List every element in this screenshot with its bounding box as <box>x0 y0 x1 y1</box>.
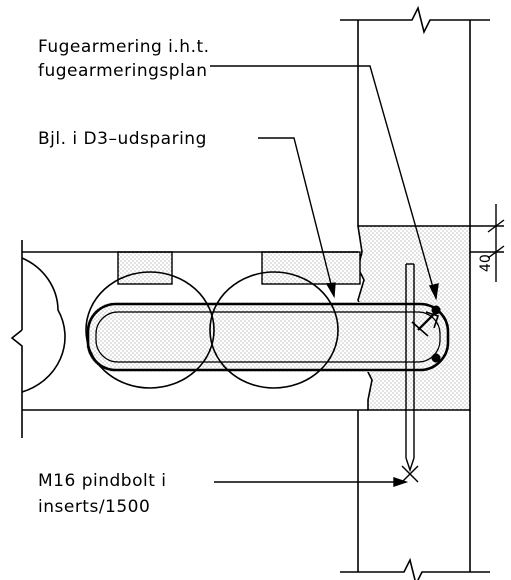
leader-lines <box>210 65 439 487</box>
dimension-value: 40 <box>478 254 494 272</box>
label-pindbolt-line2: inserts/1500 <box>38 497 150 517</box>
grout-fill <box>86 225 471 411</box>
label-fugearmering-line1: Fugearmering i.h.t. <box>38 37 210 57</box>
m16-dowel <box>401 263 419 483</box>
label-bjl: Bjl. i D3–udsparing <box>38 129 207 149</box>
wall-element <box>340 5 490 580</box>
label-fugearmering-line2: fugearmeringsplan <box>38 61 207 81</box>
dimension-40 <box>470 204 505 282</box>
hollow-core-slab <box>10 240 368 438</box>
label-pindbolt-line1: M16 pindbolt i <box>38 471 167 491</box>
